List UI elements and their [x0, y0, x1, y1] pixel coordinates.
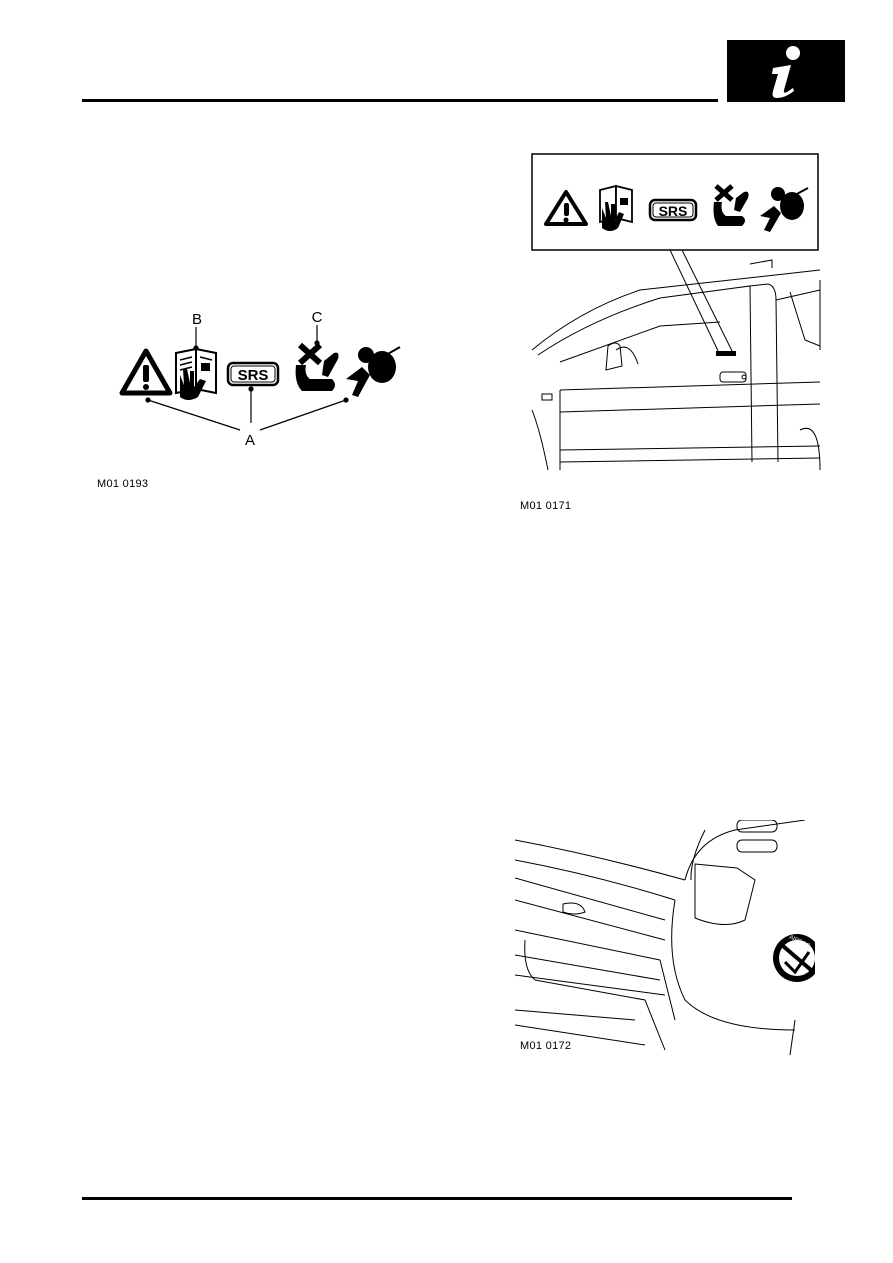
header-rule [82, 99, 718, 102]
figure-caption-3: M01 0172 [520, 1040, 574, 1052]
figure-dashboard-label: AIRBAG [514, 819, 821, 1056]
warning-triangle-icon [119, 348, 173, 396]
no-child-seat-icon [713, 184, 749, 226]
figure-caption-2: M01 0171 [520, 500, 572, 512]
srs-label: SRS [659, 203, 688, 219]
info-section-tab [727, 40, 845, 102]
vehicle-door-illustration [531, 259, 821, 471]
srs-badge: SRS [648, 198, 698, 222]
footer-rule [82, 1197, 792, 1200]
srs-label: SRS [238, 367, 269, 384]
airbag-deploy-icon [346, 346, 401, 397]
airbag-warning-badge-icon: AIRBAG [773, 934, 821, 982]
manual-book-icon [175, 347, 217, 400]
airbag-deploy-icon [760, 187, 809, 232]
figure-caption-1: M01 0193 [97, 478, 149, 490]
callout-b: B [192, 311, 202, 328]
label-position-marker [716, 351, 736, 356]
callout-c: C [312, 309, 323, 326]
callout-lines [145, 325, 349, 431]
srs-badge: SRS [226, 361, 280, 387]
figure-label-location: SRS [520, 150, 825, 495]
dashboard-illustration [514, 819, 806, 1056]
info-icon [772, 46, 800, 98]
figure-label-symbols: SRS B C A [110, 305, 410, 465]
no-child-seat-icon [295, 342, 339, 391]
manual-book-icon [599, 184, 633, 231]
warning-triangle-icon [544, 190, 588, 226]
callout-a: A [245, 432, 255, 449]
